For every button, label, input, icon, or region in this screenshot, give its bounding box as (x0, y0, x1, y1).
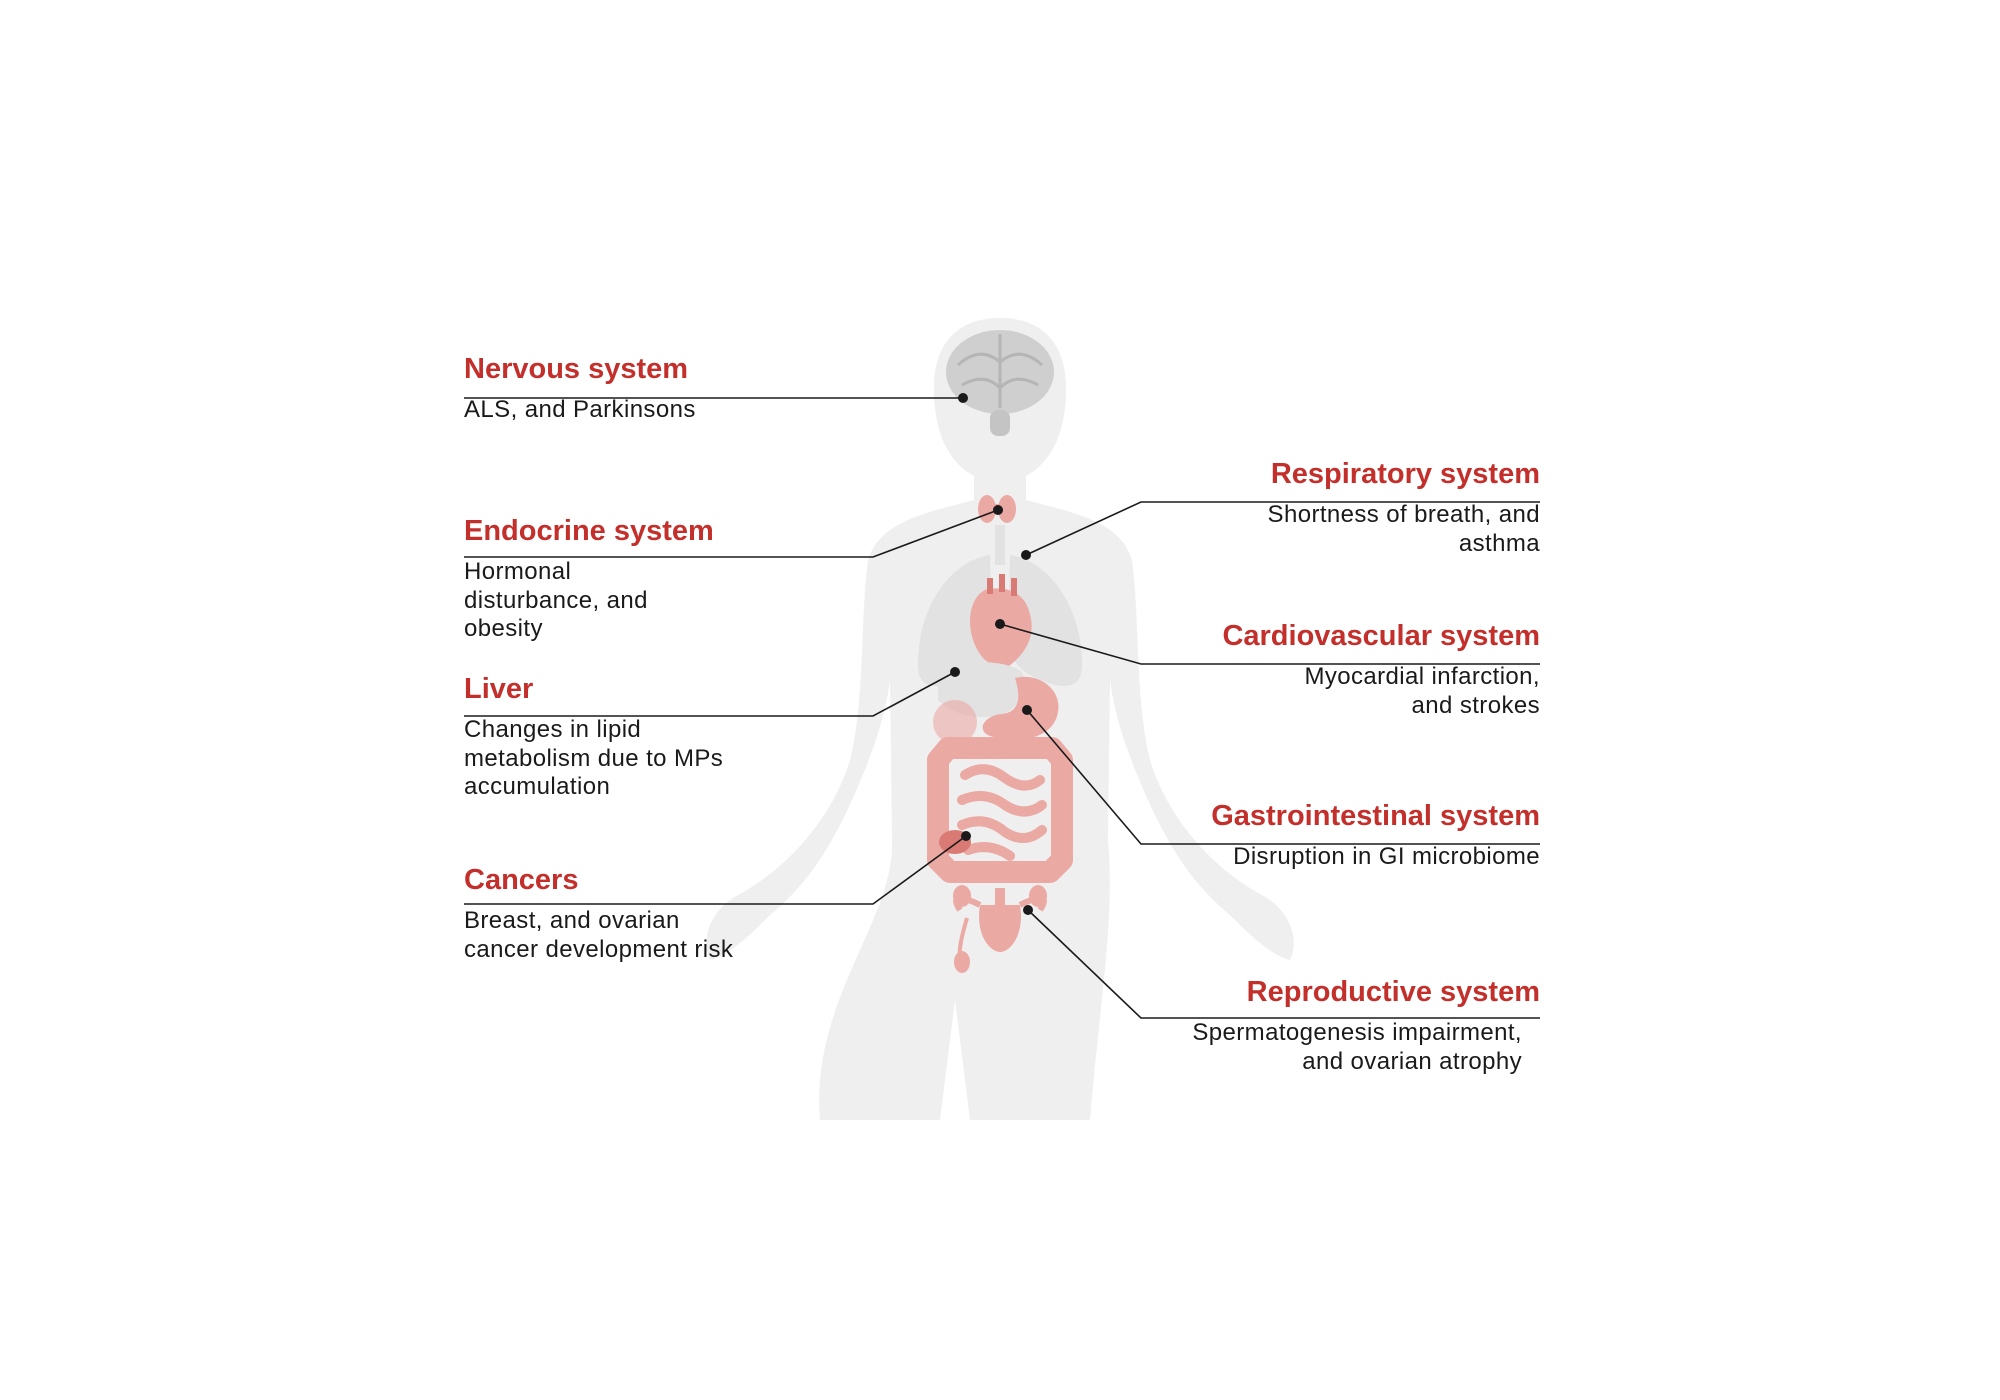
leader-line-cardiovascular (999, 623, 1540, 665)
callout-title: Gastrointestinal system (1211, 800, 1540, 832)
description-line: ALS, and Parkinsons (464, 396, 696, 423)
leader-line-gastrointestinal (1026, 709, 1540, 845)
leader-dot-nervous (958, 393, 968, 403)
leader-dot-cancers (961, 831, 971, 841)
leader-dot-respiratory (1021, 550, 1031, 560)
description-line: accumulation (464, 773, 611, 800)
callout-cancers: Cancers Breast, and ovarian cancer devel… (464, 863, 733, 964)
description-line: cancer development risk (464, 935, 734, 963)
description-line: metabolism due to MPs (464, 744, 724, 772)
leader-dot-endocrine (993, 505, 1003, 515)
leader-line-reproductive (1027, 909, 1540, 1019)
callout-description: Shortness of breath, and asthma (1268, 501, 1540, 558)
intestines-icon (927, 737, 1073, 883)
callout-gastrointestinal-system: Gastrointestinal system Disruption in GI… (1211, 799, 1540, 872)
leader-line-liver (464, 671, 956, 717)
description-line: and ovarian atrophy (1302, 1047, 1522, 1075)
callout-respiratory-system: Respiratory system Shortness of breath, … (1268, 457, 1540, 558)
callout-title: Cancers (464, 864, 579, 896)
callout-description: Breast, and ovarian cancer development r… (464, 907, 733, 964)
description-line: obesity (464, 615, 543, 642)
description-line: Disruption in GI microbiome (1233, 843, 1540, 870)
callout-description: Disruption in GI microbiome (1211, 843, 1540, 872)
callout-description: Hormonal disturbance, and obesity (464, 558, 714, 644)
description-line: disturbance, and (464, 586, 648, 614)
brain-icon (946, 330, 1054, 436)
description-line: Spermatogenesis impairment, (1192, 1019, 1522, 1046)
leader-dot-liver (950, 667, 960, 677)
callout-title: Cardiovascular system (1222, 620, 1540, 652)
callout-cardiovascular-system: Cardiovascular system Myocardial infarct… (1222, 619, 1540, 720)
callout-title: Respiratory system (1270, 458, 1540, 490)
leader-line-cancers (464, 835, 967, 905)
leader-dot-cardiovascular (995, 619, 1005, 629)
leader-dot-reproductive (1023, 905, 1033, 915)
testis-icon (954, 917, 970, 973)
lungs-icon (917, 525, 1083, 686)
callout-description: Spermatogenesis impairment, and ovarian … (1192, 1019, 1540, 1076)
leader-line-endocrine (464, 509, 999, 558)
description-line: Breast, and ovarian (464, 907, 680, 934)
description-line: Shortness of breath, and (1267, 501, 1540, 528)
callout-description: Myocardial infarction, and strokes (1222, 663, 1540, 720)
callout-description: Changes in lipid metabolism due to MPs a… (464, 716, 723, 802)
callout-title: Liver (464, 673, 534, 705)
description-line: and strokes (1411, 691, 1540, 719)
callout-nervous-system: Nervous system ALS, and Parkinsons (464, 352, 696, 425)
leader-lines (464, 393, 1540, 1019)
callout-reproductive-system: Reproductive system Spermatogenesis impa… (1192, 975, 1540, 1076)
uterus-icon (953, 885, 1047, 952)
description-line: asthma (1458, 529, 1540, 557)
leader-dot-gastrointestinal (1022, 705, 1032, 715)
callout-description: ALS, and Parkinsons (464, 396, 696, 425)
callout-title: Nervous system (464, 353, 689, 385)
heart-icon (970, 574, 1032, 672)
callout-title: Reproductive system (1246, 976, 1540, 1008)
leader-line-respiratory (1025, 501, 1540, 556)
description-line: Changes in lipid (464, 716, 642, 743)
callout-title: Endocrine system (464, 515, 714, 547)
description-line: Hormonal (464, 558, 572, 585)
callout-liver: Liver Changes in lipid metabolism due to… (464, 672, 723, 802)
callout-endocrine-system: Endocrine system Hormonal disturbance, a… (464, 514, 714, 644)
description-line: Myocardial infarction, (1304, 663, 1540, 690)
